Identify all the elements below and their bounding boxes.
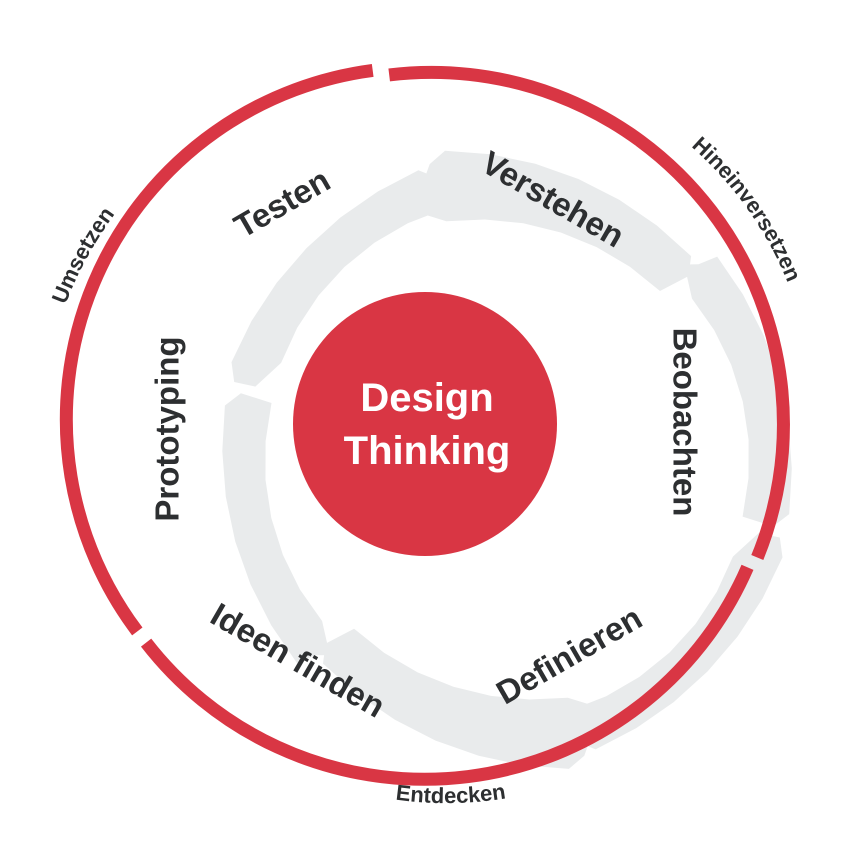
- center-title-line2: Thinking: [344, 429, 511, 473]
- phase-ring-entdecken: [140, 564, 754, 786]
- phase-ring-umsetzen: [59, 63, 374, 636]
- phase-label-entdecken: Entdecken: [395, 779, 507, 809]
- step-segment-ideen-finden: [323, 628, 602, 769]
- step-label-beobachten: Beobachten: [667, 328, 704, 517]
- step-segment-prototyping: [222, 393, 330, 663]
- phase-ring-hineinversetzen: [388, 65, 790, 560]
- center-circle: [293, 292, 557, 556]
- step-segment-definieren: [570, 533, 783, 750]
- center-title-line1: Design: [360, 376, 493, 420]
- step-label-prototyping: Prototyping: [149, 336, 186, 521]
- phase-rings: [59, 63, 790, 786]
- cycle-steps: [222, 150, 792, 769]
- step-segment-beobachten: [684, 256, 792, 527]
- center-hub: Design Thinking: [293, 292, 557, 556]
- step-segment-verstehen: [412, 150, 692, 291]
- step-label-testen: Testen: [228, 161, 336, 245]
- step-segment-testen: [231, 170, 444, 387]
